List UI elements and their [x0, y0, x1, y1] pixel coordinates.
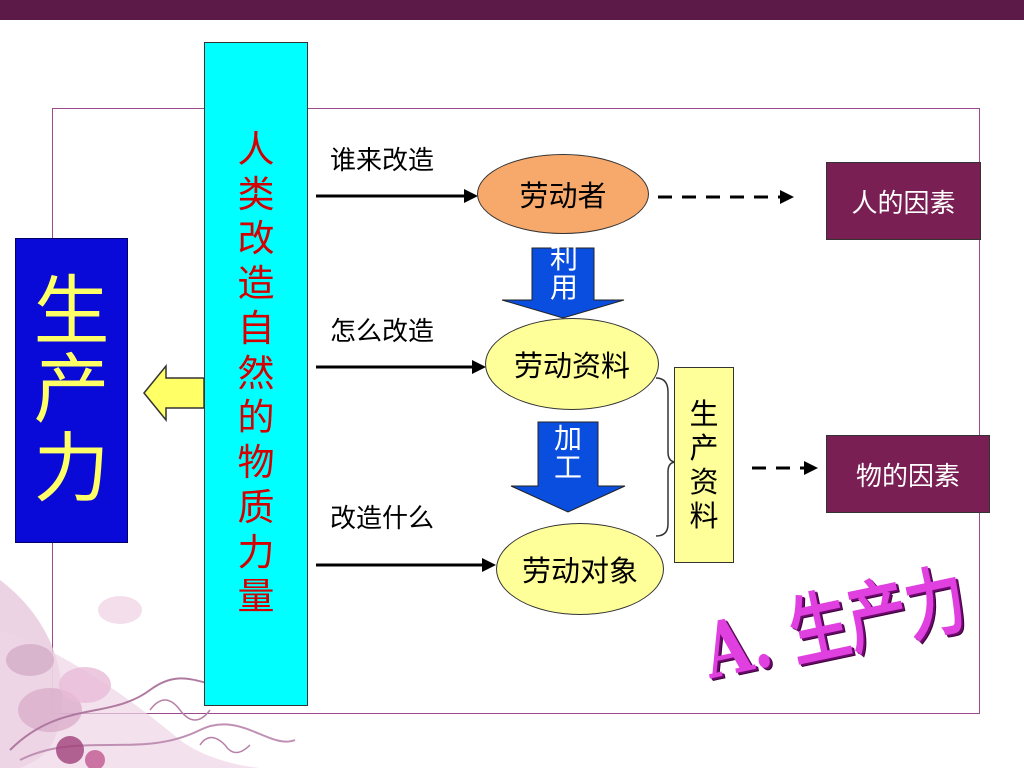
means-of-production-char: 产	[689, 430, 719, 465]
worker-label: 劳动者	[519, 179, 607, 213]
top-bar	[0, 0, 1024, 20]
process-char: 工	[553, 451, 582, 485]
column-char: 类	[237, 172, 275, 216]
productivity-char: 生	[33, 267, 110, 357]
dashed-arrow-to-human-factor	[658, 190, 794, 204]
use-char: 利	[549, 242, 578, 275]
process-char: 加	[553, 422, 582, 455]
column-char: 改	[237, 217, 275, 261]
use-label: 利 用	[535, 244, 593, 303]
means-of-production-box: 生 产 资 料	[674, 367, 734, 563]
arrow-to-means	[316, 360, 486, 374]
arrow-to-worker	[316, 189, 478, 203]
use-char: 用	[549, 271, 578, 305]
worker-ellipse: 劳动者	[477, 154, 649, 234]
column-char: 自	[237, 306, 275, 350]
column-char: 物	[237, 441, 275, 485]
productivity-char: 力	[33, 423, 110, 513]
human-factor-label: 人的因素	[851, 188, 956, 219]
dashed-arrow-to-material-factor	[752, 461, 818, 475]
productivity-box: 生 产 力	[15, 238, 128, 543]
column-char: 量	[237, 575, 275, 619]
object-of-labor-ellipse: 劳动对象	[496, 523, 664, 615]
means-of-labor-ellipse: 劳动资料	[485, 318, 659, 410]
productivity-char: 产	[33, 345, 110, 435]
column-char: 力	[237, 530, 275, 574]
down-arrow-use	[501, 247, 625, 319]
question-what: 改造什么	[330, 504, 435, 534]
arrow-to-object	[316, 558, 496, 572]
down-arrow-process	[510, 421, 626, 513]
right-brace	[655, 377, 677, 537]
means-of-labor-label: 劳动资料	[513, 349, 630, 383]
column-char: 人	[237, 127, 275, 171]
means-of-production-char: 资	[689, 465, 719, 499]
means-of-production-char: 生	[689, 396, 719, 431]
question-who: 谁来改造	[330, 146, 435, 176]
material-factor-label: 物的因素	[855, 461, 960, 492]
question-how: 怎么改造	[330, 317, 435, 347]
column-char: 质	[237, 485, 275, 529]
material-factor-box: 物的因素	[826, 435, 990, 513]
means-of-production-char: 料	[689, 499, 719, 534]
process-label: 加 工	[539, 424, 597, 483]
column-char: 然	[237, 351, 275, 395]
human-transform-nature-column: 人 类 改 造 自 然 的 物 质 力 量	[204, 42, 308, 706]
column-char: 造	[237, 262, 275, 306]
object-of-labor-label: 劳动对象	[521, 554, 638, 588]
column-char: 的	[237, 396, 275, 440]
human-factor-box: 人的因素	[826, 162, 981, 240]
